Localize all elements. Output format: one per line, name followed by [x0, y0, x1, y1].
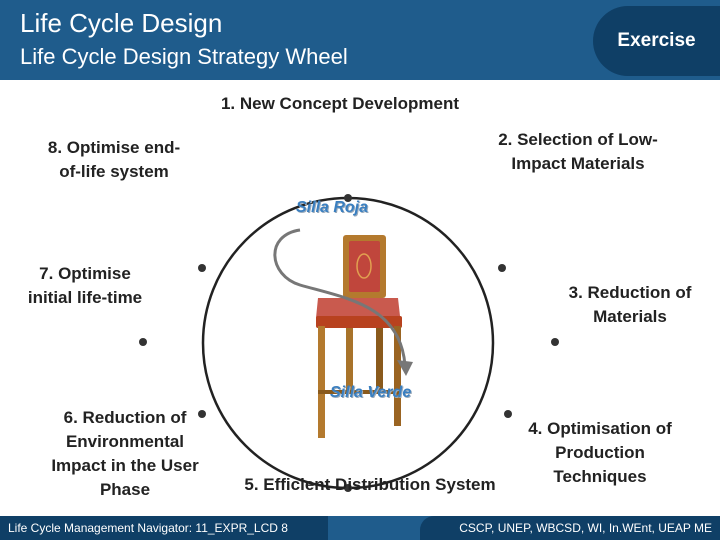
wheel-node-4 [504, 410, 512, 418]
strategy-4-label: 4. Optimisation of Production Techniques [528, 419, 672, 486]
strategy-wheel [139, 194, 559, 492]
page-title: Life Cycle Design [20, 8, 223, 38]
page-subtitle: Life Cycle Design Strategy Wheel [20, 44, 348, 69]
wheel-node-1 [344, 194, 352, 202]
transition-arrow [273, 228, 407, 366]
footer-right-text: CSCP, UNEP, WBCSD, WI, In.WEnt, UEAP ME [420, 516, 720, 540]
strategy-2-label: 2. Selection of Low-Impact Materials [498, 130, 658, 173]
wheel-node-8 [198, 264, 206, 272]
strategy-6-label: 6. Reduction of Environmental Impact in … [51, 408, 199, 499]
strategy-1-label: 1. New Concept Development [220, 94, 460, 113]
wheel-node-2 [498, 264, 506, 272]
chair-label-roja: Silla Roja [296, 199, 369, 216]
chair-label-verde: Silla Verde [330, 384, 412, 401]
strategy-5-label: 5. Efficient Distribution System [244, 475, 496, 494]
footer-left-text: Life Cycle Management Navigator: 11_EXPR… [0, 516, 328, 540]
exercise-button[interactable]: Exercise [593, 6, 720, 76]
arrow-head [397, 360, 413, 376]
wheel-node-6 [198, 410, 206, 418]
strategy-8-label: 8. Optimise end-of-life system [47, 138, 181, 181]
strategy-7-label: 7. Optimise initial life-time [27, 264, 143, 307]
wheel-node-7 [139, 338, 147, 346]
wheel-node-5 [344, 484, 352, 492]
chair-illustration [316, 235, 402, 438]
strategy-3-label: 3. Reduction of Materials [568, 283, 692, 326]
wheel-node-3 [551, 338, 559, 346]
